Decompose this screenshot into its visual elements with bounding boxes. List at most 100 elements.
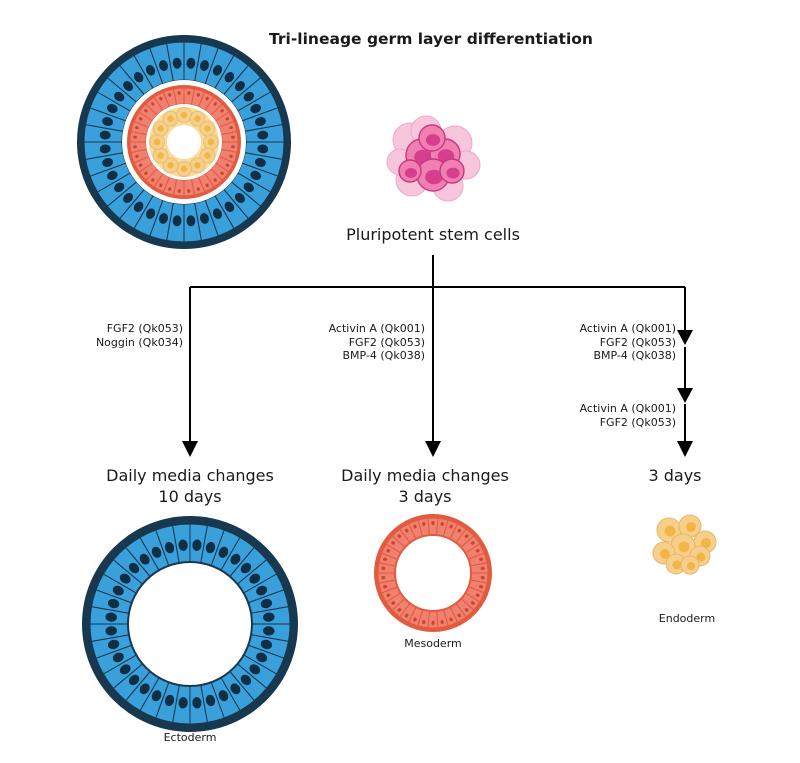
endoderm-cell bbox=[678, 514, 702, 538]
cell-nucleus bbox=[224, 72, 235, 83]
cell-nucleus bbox=[114, 91, 125, 102]
timing-line: 10 days bbox=[158, 487, 222, 506]
cell-nucleus bbox=[144, 109, 148, 113]
cell-nucleus bbox=[186, 57, 196, 69]
cell-nucleus bbox=[133, 135, 137, 139]
cell-nucleus bbox=[205, 694, 216, 707]
cell-nucleus bbox=[218, 546, 229, 558]
cell-nucleus bbox=[133, 145, 137, 149]
cell-nucleus bbox=[128, 562, 140, 574]
timing-line: Daily media changes bbox=[106, 466, 274, 485]
stem-cell bbox=[439, 158, 465, 184]
cell-nucleus bbox=[257, 130, 269, 140]
ectoderm-caption: Ectoderm bbox=[163, 731, 217, 744]
cell-nucleus bbox=[470, 541, 475, 545]
cell-nucleus bbox=[254, 117, 266, 127]
pluripotent-stem-cell-cluster bbox=[386, 115, 481, 202]
cell-nucleus bbox=[164, 541, 175, 554]
cell-nucleus bbox=[220, 171, 224, 175]
cell-nucleus bbox=[391, 601, 396, 605]
cell-nucleus bbox=[123, 192, 134, 203]
cell-nucleus bbox=[260, 598, 273, 609]
cell-nucleus bbox=[457, 528, 461, 533]
embryo-endoderm-core bbox=[204, 152, 211, 159]
cell-nucleus bbox=[260, 639, 273, 650]
endoderm-timing: 3 days bbox=[605, 465, 745, 486]
cell-nucleus bbox=[249, 664, 261, 675]
cell-nucleus bbox=[106, 170, 118, 181]
ectoderm-lumen bbox=[127, 561, 253, 687]
cell-nucleus bbox=[107, 598, 120, 609]
cell-nucleus bbox=[243, 91, 254, 102]
mesoderm-timing: Daily media changes 3 days bbox=[325, 465, 525, 507]
endoderm-caption: Endoderm bbox=[658, 612, 716, 625]
ectoderm-cell-ring bbox=[89, 523, 291, 725]
cell-nucleus bbox=[159, 183, 163, 188]
factor-label: FGF2 (Qk053) bbox=[348, 335, 425, 349]
cell-nucleus bbox=[106, 103, 118, 114]
ectoderm-factors: FGF2 (Qk053) Noggin (Qk034) bbox=[60, 322, 183, 349]
cell-nucleus bbox=[159, 96, 163, 101]
cell-nucleus bbox=[144, 171, 148, 175]
source-label: Pluripotent stem cells bbox=[346, 225, 520, 244]
factor-label: Activin A (Qk001) bbox=[579, 402, 676, 415]
cell-nucleus bbox=[386, 549, 391, 553]
cell-nucleus bbox=[199, 60, 209, 72]
cell-nucleus bbox=[381, 566, 386, 570]
cell-nucleus bbox=[105, 612, 117, 622]
cell-nucleus bbox=[449, 617, 453, 622]
cell-nucleus bbox=[256, 652, 268, 663]
embryo-endoderm-core bbox=[204, 125, 211, 132]
cell-nucleus bbox=[133, 72, 144, 83]
cell-nucleus bbox=[229, 154, 233, 158]
endoderm-factors-second: Activin A (Qk001) FGF2 (Qk053) bbox=[552, 402, 676, 429]
cell-nucleus bbox=[99, 144, 111, 154]
cell-nucleus bbox=[196, 93, 200, 97]
cell-nucleus bbox=[151, 102, 155, 106]
embryo-endoderm-core bbox=[167, 115, 174, 122]
embryo-endoderm-core bbox=[167, 162, 174, 169]
cell-nucleus bbox=[391, 541, 396, 545]
cell-nucleus bbox=[229, 126, 233, 130]
cell-nucleus bbox=[145, 208, 156, 220]
cell-nucleus bbox=[250, 103, 262, 114]
cell-nucleus bbox=[381, 576, 386, 580]
factor-label: Activin A (Qk001) bbox=[579, 322, 676, 335]
endoderm-cell bbox=[656, 517, 682, 543]
cell-nucleus bbox=[213, 178, 217, 182]
cell-nucleus bbox=[192, 539, 202, 551]
cell-nucleus bbox=[234, 81, 245, 92]
factor-label: Activin A (Qk001) bbox=[328, 322, 425, 335]
cell-nucleus bbox=[405, 528, 409, 533]
cell-nucleus bbox=[440, 620, 444, 625]
cell-nucleus bbox=[413, 524, 417, 529]
cell-nucleus bbox=[250, 170, 262, 181]
cell-nucleus bbox=[164, 694, 175, 707]
cell-nucleus bbox=[123, 81, 134, 92]
timing-line: Daily media changes bbox=[341, 466, 509, 485]
cell-nucleus bbox=[225, 163, 230, 167]
cell-nucleus bbox=[479, 585, 483, 589]
factor-label: Noggin (Qk034) bbox=[95, 335, 183, 349]
timing-line: 3 days bbox=[398, 487, 452, 506]
embryo-endoderm-core bbox=[194, 115, 201, 122]
arrowheads bbox=[182, 330, 693, 457]
stem-cell bbox=[418, 124, 446, 152]
cell-nucleus bbox=[135, 126, 139, 130]
cell-nucleus bbox=[112, 652, 124, 663]
cell-nucleus bbox=[249, 573, 261, 584]
embryo-endoderm-core bbox=[180, 165, 188, 173]
cell-nucleus bbox=[196, 187, 200, 191]
cell-nucleus bbox=[212, 64, 223, 76]
cell-nucleus bbox=[224, 201, 235, 212]
cell-nucleus bbox=[405, 613, 409, 618]
cell-nucleus bbox=[102, 117, 114, 127]
cell-nucleus bbox=[168, 93, 172, 97]
cell-nucleus bbox=[240, 562, 252, 574]
cell-nucleus bbox=[480, 566, 485, 570]
embryo-center bbox=[167, 125, 201, 159]
embryo-endoderm-core bbox=[153, 138, 161, 146]
cell-nucleus bbox=[205, 183, 209, 188]
